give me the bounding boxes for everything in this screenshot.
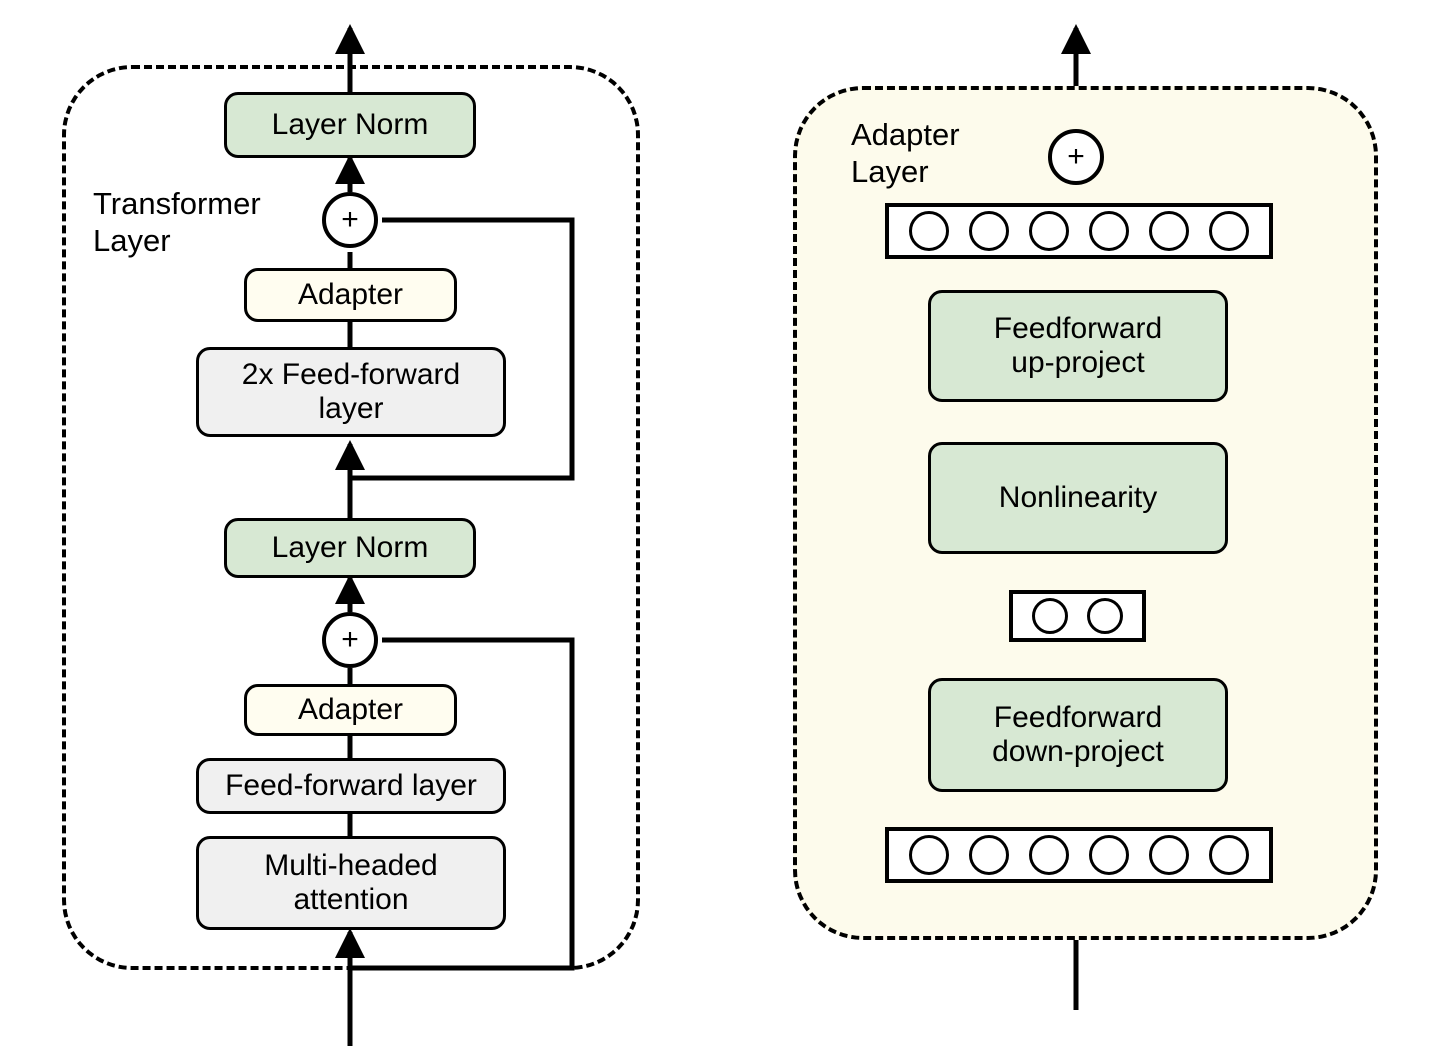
vector-unit-icon — [909, 835, 949, 875]
vector-unit-icon — [1029, 835, 1069, 875]
block-layer-norm-top[interactable]: Layer Norm — [224, 92, 476, 158]
vector-unit-icon — [1149, 211, 1189, 251]
block-adapter-bottom[interactable]: Adapter — [244, 684, 457, 736]
vector-unit-icon — [1089, 835, 1129, 875]
vector-unit-icon — [1089, 211, 1129, 251]
block-feedforward-down-project[interactable]: Feedforward down-project — [928, 678, 1228, 792]
vector-unit-icon — [1087, 598, 1123, 634]
adapter-residual-add[interactable]: + — [1048, 129, 1104, 185]
plus-symbol: + — [1067, 140, 1085, 173]
transformer-layer-label: Transformer Layer — [93, 186, 261, 258]
input-vector[interactable] — [885, 827, 1273, 883]
vector-unit-icon — [909, 211, 949, 251]
block-label: Feed-forward layer — [225, 769, 477, 803]
block-feed-forward-layer[interactable]: Feed-forward layer — [196, 758, 506, 814]
block-label: Nonlinearity — [998, 481, 1158, 515]
vector-unit-icon — [1029, 211, 1069, 251]
block-layer-norm-mid[interactable]: Layer Norm — [224, 518, 476, 578]
adapter-layer-label: Adapter Layer — [851, 117, 960, 189]
block-label: Feedforward up-project — [993, 312, 1163, 379]
bottleneck-vector[interactable] — [1009, 590, 1146, 642]
block-label: Layer Norm — [271, 531, 429, 565]
residual-add-upper[interactable]: + — [322, 192, 378, 248]
plus-symbol: + — [341, 203, 359, 236]
block-label: Adapter — [297, 278, 404, 312]
block-label: 2x Feed-forward layer — [241, 358, 461, 425]
vector-unit-icon — [1032, 598, 1068, 634]
vector-unit-icon — [969, 835, 1009, 875]
residual-add-lower[interactable]: + — [322, 612, 378, 668]
block-label: Adapter — [297, 693, 404, 727]
block-2x-feed-forward-layer[interactable]: 2x Feed-forward layer — [196, 347, 506, 437]
block-feedforward-up-project[interactable]: Feedforward up-project — [928, 290, 1228, 402]
vector-unit-icon — [1149, 835, 1189, 875]
vector-unit-icon — [969, 211, 1009, 251]
block-nonlinearity[interactable]: Nonlinearity — [928, 442, 1228, 554]
block-adapter-top[interactable]: Adapter — [244, 268, 457, 322]
vector-unit-icon — [1209, 835, 1249, 875]
plus-symbol: + — [341, 623, 359, 656]
output-vector[interactable] — [885, 203, 1273, 259]
block-label: Layer Norm — [271, 108, 429, 142]
block-label: Multi-headed attention — [264, 849, 438, 916]
block-label: Feedforward down-project — [992, 701, 1164, 768]
vector-unit-icon — [1209, 211, 1249, 251]
block-multi-headed-attention[interactable]: Multi-headed attention — [196, 836, 506, 930]
